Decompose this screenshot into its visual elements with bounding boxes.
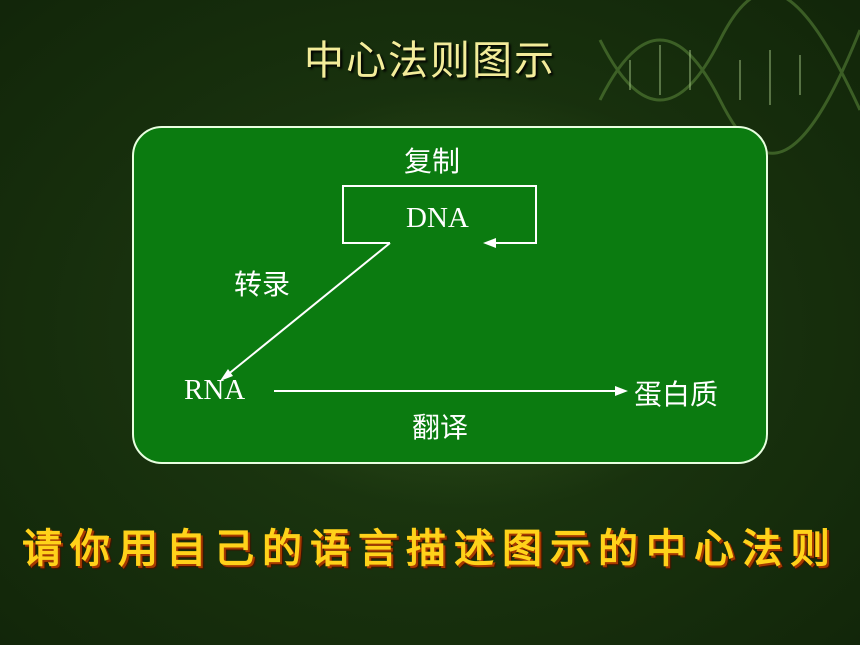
replication-label: 复制 (404, 145, 461, 178)
transcription-label: 转录 (234, 268, 291, 301)
dna-label: DNA (406, 202, 469, 234)
translation-arrowhead (615, 386, 628, 396)
rna-label: RNA (184, 374, 246, 406)
replication-arrowhead (483, 238, 496, 248)
protein-label: 蛋白质 (634, 378, 719, 411)
diagram-arrows (220, 185, 628, 396)
transcription-arrow (225, 242, 391, 377)
question-prompt: 请你用自己的语言描述图示的中心法则 (22, 525, 838, 572)
transcription-arrowhead (220, 369, 233, 381)
slide-title: 中心法则图示 (304, 38, 556, 84)
replication-loop-arrow (342, 185, 537, 244)
central-dogma-diagram: 复制 DNA 转录 RNA 蛋白质 翻译 (132, 126, 768, 464)
translation-label: 翻译 (412, 411, 469, 444)
